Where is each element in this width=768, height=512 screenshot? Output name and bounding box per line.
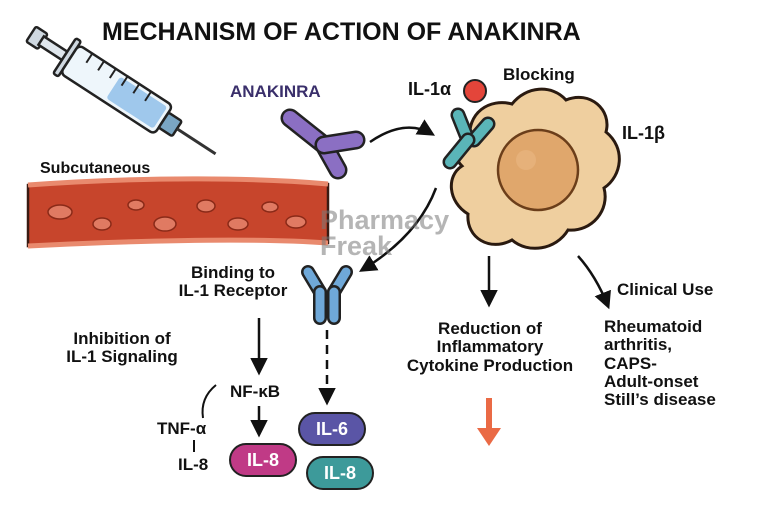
clinical-use-label: Clinical Use: [617, 280, 714, 299]
anakinra-molecule-icon: [280, 108, 366, 180]
clinical-use-line-2: arthritis,: [604, 335, 673, 355]
il8-pill-magenta: IL-8: [229, 443, 297, 477]
inhibition-label-line-1: Inhibition of: [73, 329, 171, 348]
il1-receptor-icon: [301, 265, 353, 325]
blood-vessel: [26, 176, 330, 249]
reduction-label-line-2: Inflammatory: [436, 337, 544, 357]
binding-label: Binding to IL-1 Receptor: [158, 263, 308, 301]
il1a-label: IL-1α: [408, 79, 452, 99]
inhibition-label: Inhibition of IL-1 Signaling: [52, 329, 192, 367]
il6-pill: IL-6: [298, 412, 366, 446]
clinical-uses-list: Rheumatoid arthritis, CAPS- Adult-onset …: [604, 317, 716, 410]
watermark: Pharmacy Freak: [320, 205, 450, 261]
clinical-use-line-3: CAPS-: [604, 353, 657, 373]
reduction-label-line-1: Reduction of: [438, 319, 542, 338]
il8-pill-teal: IL-8: [306, 456, 374, 490]
route-label: Subcutaneous: [40, 160, 151, 177]
watermark-line-1: Pharmacy: [320, 205, 450, 235]
blocking-label: Blocking: [503, 65, 575, 84]
clinical-use-line-1: Rheumatoid: [604, 317, 703, 336]
nfkb-label: NF-κB: [230, 382, 281, 401]
reduction-label: Reduction of Inflammatory Cytokine Produ…: [400, 319, 580, 375]
reduction-label-line-3: Cytokine Production: [406, 355, 574, 375]
bracket-tnf: [201, 384, 217, 419]
il1-alpha-dot: [463, 79, 487, 103]
arrow-to-clinical-use: [577, 255, 611, 310]
binding-label-line-2: IL-1 Receptor: [178, 281, 288, 301]
binding-label-line-1: Binding to: [190, 263, 276, 282]
immune-cell: [449, 87, 621, 250]
clinical-use-line-5: Still’s disease: [604, 390, 716, 410]
page-title: MECHANISM OF ACTION OF ANAKINRA: [102, 18, 581, 46]
watermark-line-2: Freak: [320, 230, 393, 261]
clinical-use-line-4: Adult-onset: [604, 372, 699, 392]
arrow-drug-to-cell: [369, 119, 436, 144]
syringe-icon: [25, 25, 217, 156]
arrow-cell-to-receptor: [359, 187, 438, 272]
drug-name-label: ANAKINRA: [230, 82, 321, 101]
tnf-alpha-label: TNF-α: [157, 419, 207, 438]
decrease-arrow-icon: [477, 398, 501, 446]
il1-receptor-on-cell: [442, 107, 496, 170]
inhibition-label-line-2: IL-1 Signaling: [66, 347, 178, 367]
il8-label: IL-8: [178, 455, 209, 474]
il1b-label: IL-1β: [622, 123, 665, 143]
